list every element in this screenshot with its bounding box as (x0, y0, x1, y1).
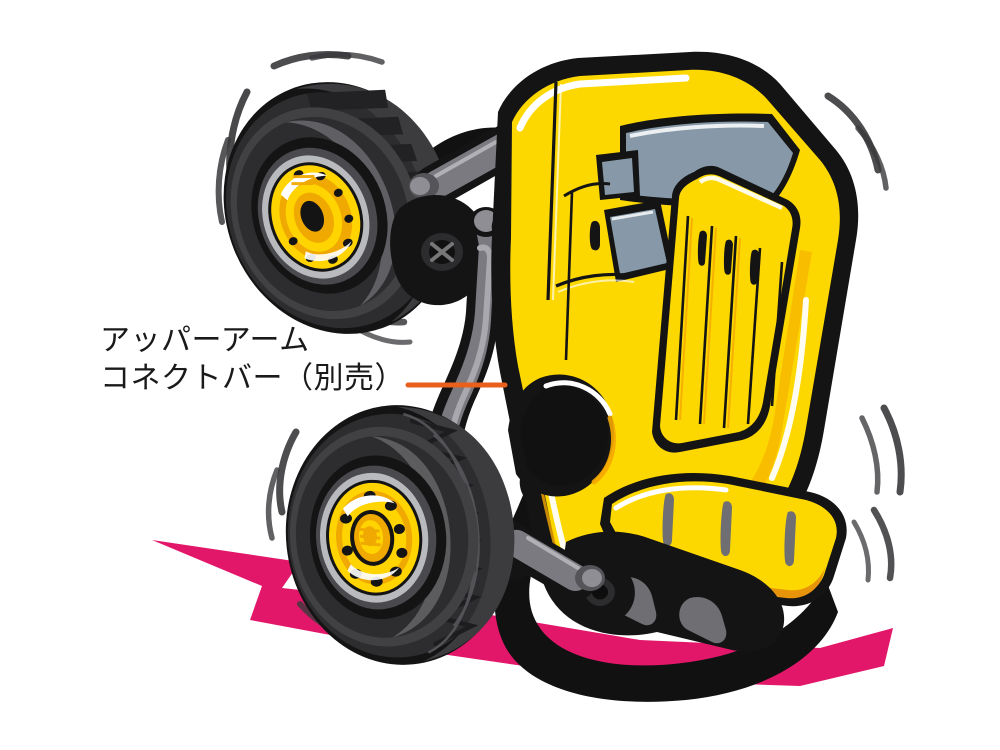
rear-bumper (562, 472, 847, 652)
callout-line-1: アッパーアーム (100, 323, 310, 358)
front-wheel (223, 82, 453, 334)
rear-wheel (285, 405, 515, 665)
callout-line-2: コネクトバー（別売） (100, 360, 405, 396)
front-suspension (390, 123, 529, 306)
cab-body (491, 51, 859, 636)
rear-linkage (489, 520, 605, 601)
direction-arrow (152, 540, 893, 686)
callout-text: アッパーアーム コネクトバー（別売） (100, 322, 430, 398)
